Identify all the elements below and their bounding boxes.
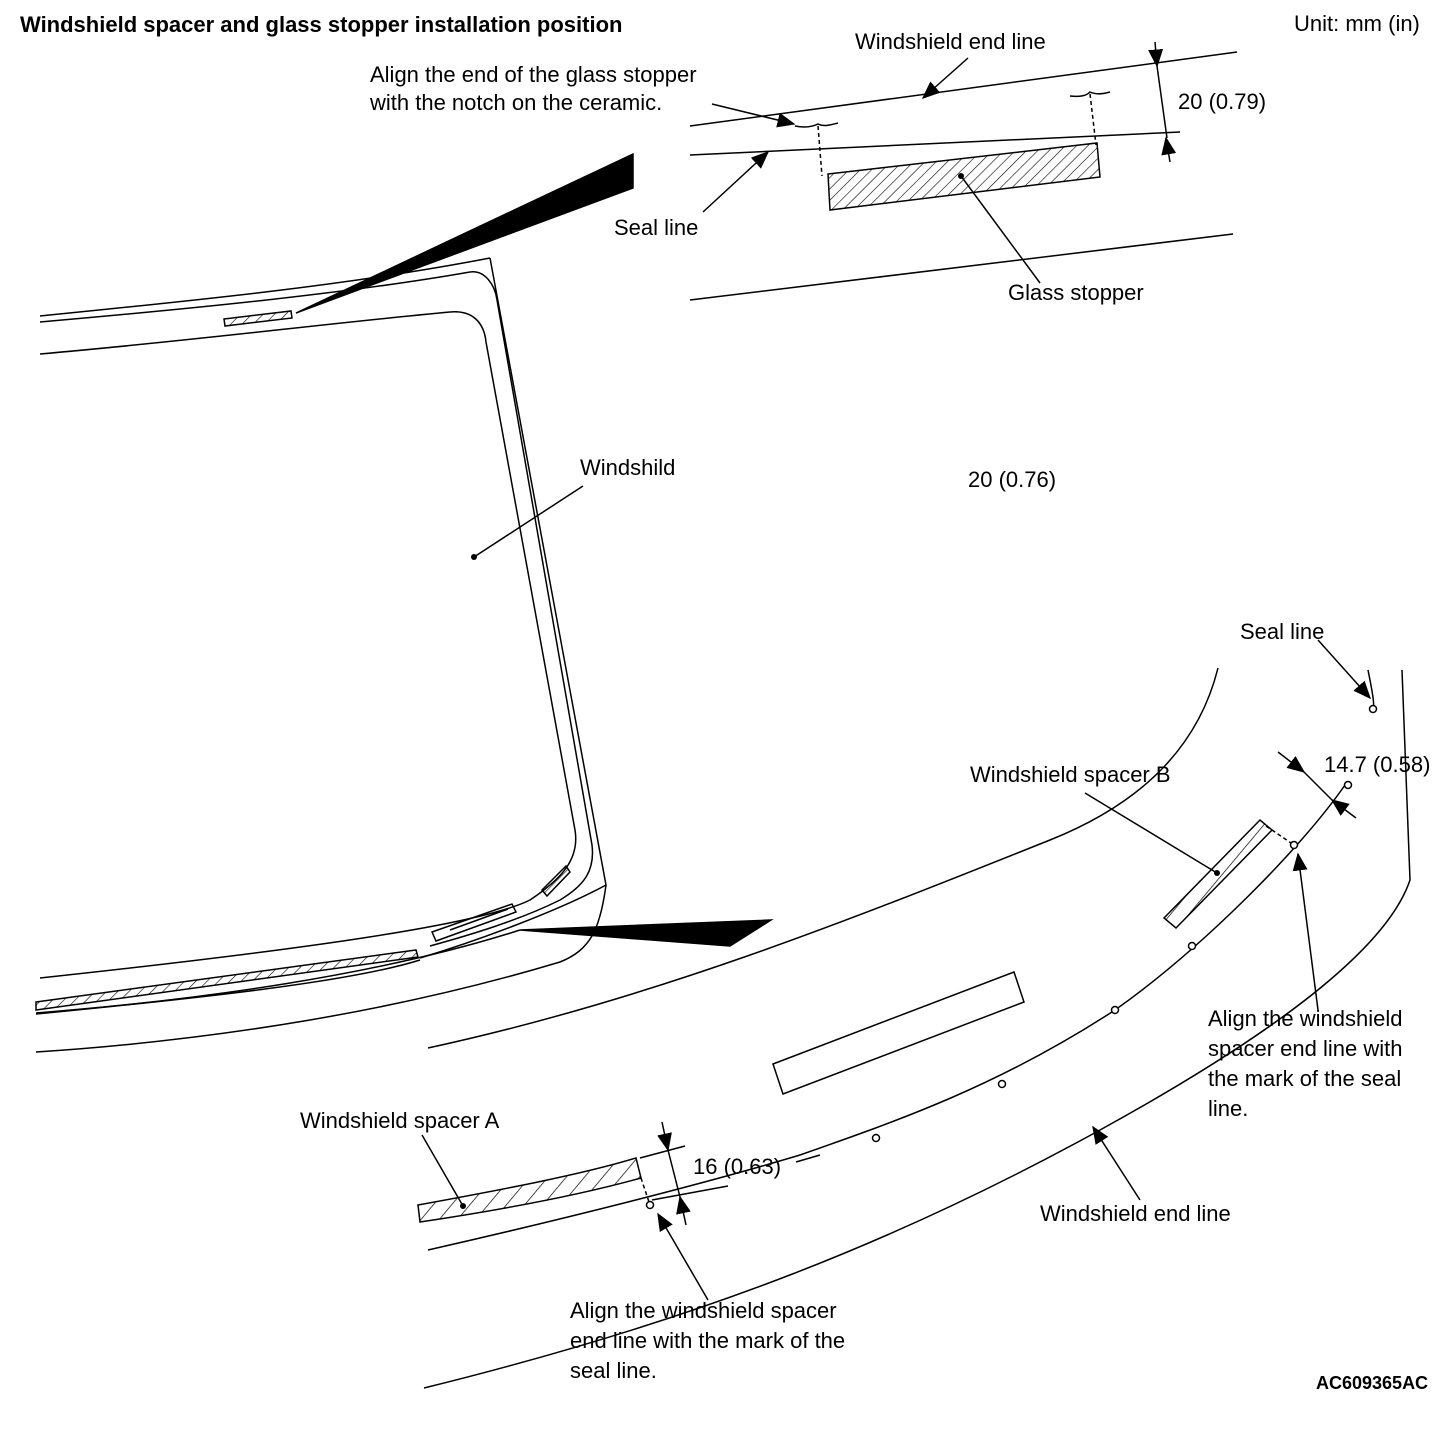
zoom-wedge-top [295,152,634,314]
figure-code: AC609365AC [1316,1373,1429,1393]
windshield-label: Windshild [580,455,676,480]
align-spacer-right-2: spacer end line with [1208,1036,1403,1061]
align-spacer-right-3: the mark of the seal [1208,1066,1402,1091]
align-spacer-right-1: Align the windshield [1208,1006,1403,1031]
align-spacer-bottom-1: Align the windshield spacer [570,1298,837,1323]
dimension-20-076: 20 (0.76) [968,467,1057,492]
align-spacer-bottom-3: seal line. [570,1358,657,1383]
windshield-end-line-top-label: Windshield end line [855,29,1046,54]
align-spacer-bottom-2: end line with the mark of the [570,1328,846,1353]
seal-line-right-label: Seal line [1240,619,1325,644]
align-stopper-label-2: with the notch on the ceramic. [370,90,663,115]
windshield-end-line-bottom-label: Windshield end line [1040,1201,1231,1226]
diagram-title: Windshield spacer and glass stopper inst… [20,12,623,37]
spacer-a-label: Windshield spacer A [300,1108,500,1133]
dimension-20-079: 20 (0.79) [1178,89,1267,114]
seal-line-top-label: Seal line [614,215,699,240]
glass-stopper-detail [689,41,1238,301]
align-spacer-right-4: line. [1208,1096,1249,1121]
zoom-wedge-bottom [519,919,774,947]
spacer-b-label: Windshield spacer B [970,762,1171,787]
windshield-outline [35,257,607,1053]
glass-stopper-label: Glass stopper [1008,280,1144,305]
dimension-16: 16 (0.63) [693,1154,782,1179]
unit-label: Unit: mm (in) [1294,11,1420,36]
spacer-detail [417,639,1411,1389]
dimension-14-7: 14.7 (0.58) [1324,752,1431,777]
align-stopper-label-1: Align the end of the glass stopper [370,62,697,87]
